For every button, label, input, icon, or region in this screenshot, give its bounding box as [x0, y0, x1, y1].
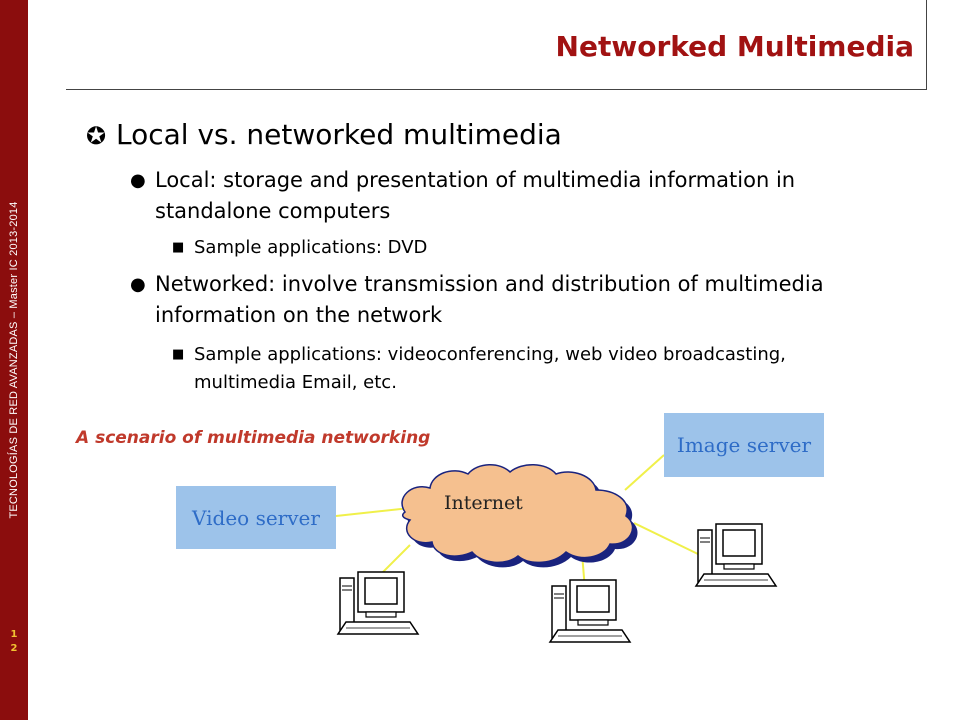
- image-server-box: Image server: [664, 413, 824, 477]
- dot-bullet-icon: ●: [130, 274, 146, 295]
- link-pc-left: [379, 544, 411, 576]
- page-number-digit-2: 2: [10, 643, 18, 654]
- slide-title: Networked Multimedia: [555, 30, 914, 63]
- sidebar: TECNOLOGÍAS DE RED AVANZADAS – Master IC…: [0, 0, 28, 720]
- link-pc-right: [633, 522, 701, 556]
- title-frame: Networked Multimedia: [66, 0, 927, 90]
- link-image-server: [624, 454, 665, 491]
- bullet-networked: ● Networked: involve transmission and di…: [130, 269, 850, 331]
- internet-label: Internet: [444, 492, 523, 514]
- page-number-digit-1: 1: [10, 629, 18, 640]
- dot-bullet-icon: ●: [130, 170, 146, 191]
- computer-icon: [337, 571, 419, 635]
- bullet-local-text: Local: storage and presentation of multi…: [155, 168, 796, 223]
- link-video-server: [335, 507, 411, 517]
- square-bullet-icon: ■: [172, 240, 185, 255]
- bullet-local-sub-text: Sample applications: DVD: [194, 237, 428, 258]
- computer-icon: [695, 523, 777, 587]
- star-bullet-icon: ✪: [86, 122, 107, 150]
- bullet-networked-sub: ■ Sample applications: videoconferencing…: [172, 341, 792, 397]
- page-number: 1 2: [0, 628, 28, 656]
- bullet-networked-sub-text: Sample applications: videoconferencing, …: [194, 344, 786, 393]
- bullet-local-sub: ■ Sample applications: DVD: [172, 234, 792, 262]
- computer-icon: [549, 579, 631, 643]
- square-bullet-icon: ■: [172, 347, 185, 362]
- bullet-main: ✪ Local vs. networked multimedia: [86, 118, 562, 151]
- bullet-local: ● Local: storage and presentation of mul…: [130, 165, 850, 227]
- bullet-main-text: Local vs. networked multimedia: [116, 118, 562, 151]
- internet-cloud: [401, 464, 634, 564]
- diagram-caption: A scenario of multimedia networking: [76, 428, 431, 448]
- bullet-networked-text: Networked: involve transmission and dist…: [155, 272, 824, 327]
- video-server-box: Video server: [176, 486, 336, 549]
